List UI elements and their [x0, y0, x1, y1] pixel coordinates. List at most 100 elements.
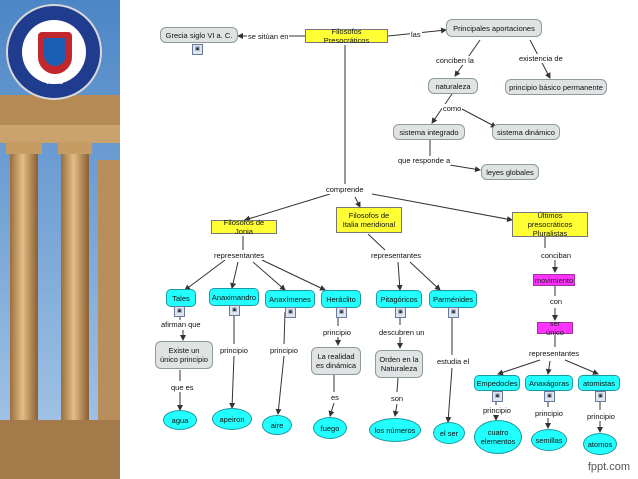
resource-icon[interactable]: ▣ — [192, 44, 203, 55]
node-parmenides-label: Parménides — [432, 294, 474, 304]
logo-text: PERU — [46, 80, 64, 86]
node-empedocles-label: Empedocles — [476, 378, 518, 388]
resource-icon[interactable]: ▣ — [492, 391, 503, 402]
node-realidad-label: La realidad es dinámica — [315, 352, 357, 370]
node-fuego[interactable]: fuego — [313, 417, 347, 439]
node-jonia-label: Filosofos de Jonia — [223, 218, 265, 236]
node-principales-aportaciones[interactable]: Principales aportaciones — [446, 19, 542, 37]
node-naturaleza[interactable]: naturaleza — [428, 78, 478, 94]
link-principio-atomistas: principio — [586, 412, 616, 421]
node-atomos[interactable]: atomos — [583, 433, 617, 455]
node-semillas[interactable]: semillas — [531, 429, 567, 451]
link-representantes-pluralistas: representantes — [528, 349, 581, 358]
resource-icon[interactable]: ▣ — [595, 391, 606, 402]
link-como: como — [442, 104, 463, 113]
node-el-ser-label: el ser — [439, 428, 459, 438]
resource-icon[interactable]: ▣ — [448, 307, 459, 318]
node-aire-label: aire — [270, 420, 284, 430]
university-logo: PERU — [6, 4, 102, 100]
node-aire[interactable]: aire — [262, 415, 292, 435]
link-son: son — [390, 394, 405, 403]
node-sistema-integrado[interactable]: sistema integrado — [393, 124, 465, 140]
resource-icon[interactable]: ▣ — [544, 391, 555, 402]
node-italia-label: Filosofos de Italia meridional — [342, 211, 396, 229]
node-cuatro-label: cuatro elementos — [480, 428, 516, 446]
node-sistema-dinamico[interactable]: sistema dinámico — [492, 124, 560, 140]
node-empedocles[interactable]: Empedocles — [474, 375, 520, 391]
link-conciban: conciban — [540, 251, 573, 260]
node-filosofos-italia[interactable]: Filosofos de Italia meridional — [336, 207, 402, 233]
node-movimiento[interactable]: movimiento — [533, 274, 575, 286]
link-comprende: comprende — [325, 185, 365, 194]
node-principio-basico[interactable]: principio básico permanente — [505, 79, 607, 95]
node-agua[interactable]: agua — [163, 410, 197, 430]
link-que-responde: que responde a — [397, 156, 452, 165]
node-agua-label: agua — [171, 415, 189, 425]
node-el-ser[interactable]: el ser — [433, 422, 465, 444]
node-pitagoricos-label: Pitagóricos — [380, 294, 418, 304]
link-principio-anaximandro: principio — [219, 346, 249, 355]
link-se-situan: se sitúan en — [247, 32, 290, 41]
link-principio-heraclito: principio — [322, 328, 352, 337]
link-principio-empedocles: principio — [482, 406, 512, 415]
watermark: fppt.com — [587, 461, 630, 473]
node-atomistas[interactable]: atomistas — [578, 375, 620, 391]
link-estudia: estudia el — [436, 357, 471, 366]
node-existe-label: Existe un único principio — [160, 346, 208, 364]
node-pluralistas-label: Últimos presocráticos Pluralistas — [527, 211, 573, 238]
node-anaximandro-label: Anaximandro — [211, 292, 257, 302]
link-es: es — [330, 393, 340, 402]
node-principio-basico-label: principio básico permanente — [509, 82, 603, 92]
node-tales[interactable]: Tales — [166, 289, 196, 307]
node-apeiron[interactable]: apeiron — [212, 408, 252, 430]
link-conciben: conciben la — [435, 56, 475, 65]
node-pluralistas[interactable]: Últimos presocráticos Pluralistas — [512, 211, 588, 238]
resource-icon[interactable]: ▣ — [285, 307, 296, 318]
node-anaximenes[interactable]: Anaxímenes — [265, 290, 315, 308]
link-existencia: existencia de — [518, 54, 564, 63]
node-existe-unico-principio[interactable]: Existe un único principio — [155, 341, 213, 369]
node-anaxagoras[interactable]: Anaxágoras — [525, 375, 573, 391]
node-anaximenes-label: Anaxímenes — [269, 294, 311, 304]
node-fuego-label: fuego — [320, 423, 340, 433]
node-realidad-dinamica[interactable]: La realidad es dinámica — [311, 347, 361, 375]
node-cuatro-elementos[interactable]: cuatro elementos — [474, 420, 522, 454]
node-sistema-integrado-label: sistema integrado — [399, 127, 459, 137]
resource-icon[interactable]: ▣ — [229, 305, 240, 316]
link-principio-anaximenes: principio — [269, 346, 299, 355]
node-aportaciones-label: Principales aportaciones — [453, 23, 535, 33]
node-filosofos-presocraticos[interactable]: Filosofos Presocráticos — [305, 27, 388, 45]
resource-icon[interactable]: ▣ — [336, 307, 347, 318]
node-numeros[interactable]: los números — [369, 418, 421, 442]
node-orden-naturaleza[interactable]: Orden en la Naturaleza — [375, 350, 423, 378]
link-principio-anaxagoras: principio — [534, 409, 564, 418]
node-anaximandro[interactable]: Anaximandro — [209, 288, 259, 306]
link-descubren: descubren un — [378, 328, 426, 337]
node-semillas-label: semillas — [535, 435, 563, 445]
link-con: con — [549, 297, 564, 306]
resource-icon[interactable]: ▣ — [395, 307, 406, 318]
node-anaxagoras-label: Anaxágoras — [528, 378, 570, 388]
node-apeiron-label: apeiron — [219, 414, 245, 424]
node-grecia[interactable]: Grecia siglo VI a. C. — [160, 27, 238, 43]
node-ser-unico[interactable]: ser único — [537, 319, 573, 337]
node-grecia-label: Grecia siglo VI a. C. — [165, 30, 233, 40]
node-heraclito[interactable]: Heráclito — [321, 290, 361, 308]
node-atomistas-label: atomistas — [582, 378, 616, 388]
node-ser-unico-label: ser único — [546, 319, 564, 337]
node-leyes-label: leyes globales — [486, 167, 534, 177]
link-representantes-italia: representantes — [370, 251, 423, 260]
link-representantes-jonia: representantes — [213, 251, 266, 260]
link-que-es: que es — [170, 383, 195, 392]
node-leyes-globales[interactable]: leyes globales — [481, 164, 539, 180]
node-filosofos-jonia[interactable]: Filosofos de Jonia — [211, 218, 277, 236]
node-parmenides[interactable]: Parménides — [429, 290, 477, 308]
node-numeros-label: los números — [374, 425, 416, 435]
node-filosofos-label: Filosofos Presocráticos — [323, 27, 370, 45]
node-movimiento-label: movimiento — [534, 275, 574, 285]
node-pitagoricos[interactable]: Pitagóricos — [376, 290, 422, 308]
link-afirman-que: afirman que — [160, 320, 202, 329]
resource-icon[interactable]: ▣ — [174, 306, 185, 317]
